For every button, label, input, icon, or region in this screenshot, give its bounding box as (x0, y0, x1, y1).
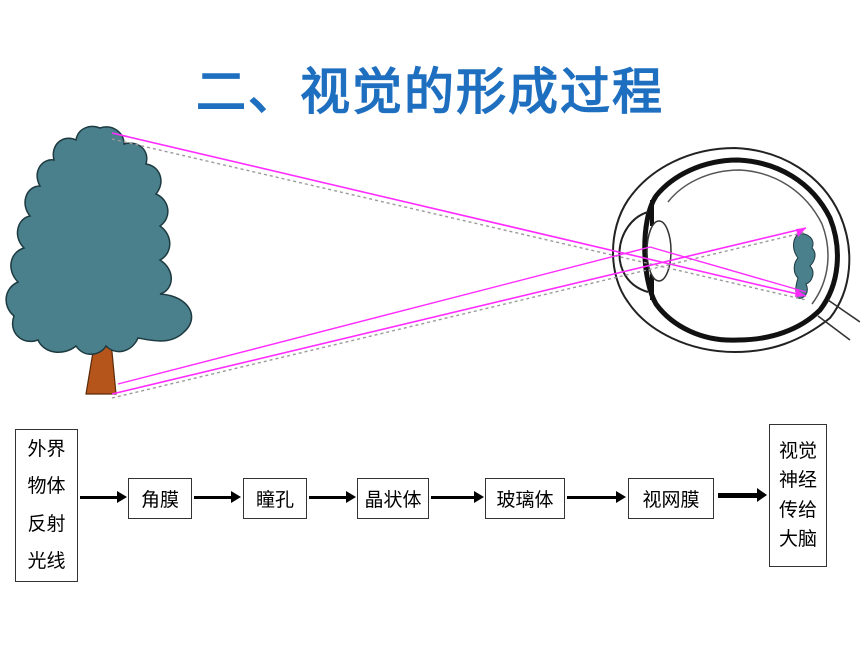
source-line: 光线 (27, 549, 66, 572)
light-rays (111, 132, 807, 399)
flow-arrow (431, 491, 484, 503)
source-line: 反射 (27, 512, 66, 535)
source-box: 外界 物体 反射 光线 (15, 429, 78, 582)
result-line: 神经 (778, 469, 817, 492)
source-line: 物体 (27, 475, 66, 498)
source-line: 外界 (27, 438, 66, 461)
flow-arrow (194, 491, 241, 503)
eye-cross-section-icon (612, 146, 860, 354)
step-cornea: 角膜 (128, 478, 192, 519)
flow-arrow (567, 491, 626, 503)
tree-icon (5, 125, 193, 395)
result-line: 大脑 (778, 527, 817, 550)
page-title: 二、视觉的形成过程 (196, 63, 664, 121)
result-line: 传给 (778, 498, 817, 521)
flow-arrow (309, 491, 356, 503)
tree-foliage (5, 125, 193, 355)
step-vitreous: 玻璃体 (485, 478, 565, 519)
step-pupil: 瞳孔 (243, 478, 307, 519)
step-retina: 视网膜 (628, 478, 714, 519)
step-lens: 晶状体 (357, 478, 429, 519)
retina-image (793, 233, 816, 299)
result-box: 视觉 神经 传给 大脑 (769, 424, 827, 567)
flow-arrow (718, 488, 767, 502)
flow-arrow (80, 491, 127, 503)
optics-diagram (5, 125, 860, 399)
result-line: 视觉 (778, 439, 817, 462)
